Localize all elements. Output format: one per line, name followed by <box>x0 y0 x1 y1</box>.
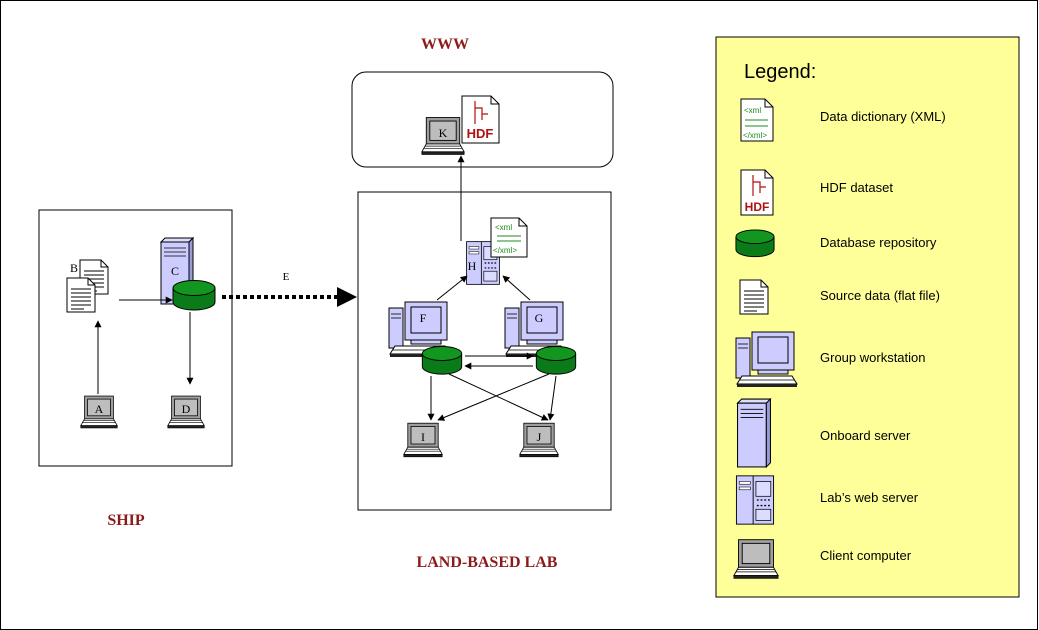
node-a-label: A <box>95 402 104 416</box>
xml-data-dictionary-icon: <xml </xml> <box>490 217 528 258</box>
xml-close-text: </xml> <box>493 246 517 255</box>
legend-label-hdf: HDF dataset <box>820 180 893 195</box>
www-region-title: WWW <box>421 36 469 53</box>
node-f-workstation: F <box>388 301 451 358</box>
hdf-dataset-text: HDF <box>467 126 494 141</box>
node-b-flat-files: B <box>66 259 109 313</box>
arrow-dbg-to-i <box>437 373 550 421</box>
lab-region-title: LAND-BASED LAB <box>417 554 558 571</box>
node-h-web-server: H <box>465 241 501 285</box>
node-f-label: F <box>420 311 427 325</box>
legend-label-web-server: Lab’s web server <box>820 490 919 505</box>
node-i-client: I <box>403 422 443 458</box>
legend-label-client: Client computer <box>820 548 912 563</box>
node-b-label: B <box>70 261 78 275</box>
node-j-label: J <box>537 430 542 444</box>
xml-open-text: <xml <box>495 223 512 232</box>
node-g-workstation: G <box>504 301 567 358</box>
node-k-client: K <box>421 117 465 155</box>
arrow-dbf-to-j <box>448 373 549 421</box>
node-e-label: E <box>283 271 290 283</box>
legend-web-server-icon <box>735 475 775 525</box>
legend-label-xml: Data dictionary (XML) <box>820 109 946 124</box>
ship-region-title: SHIP <box>107 512 145 529</box>
legend-hdf-icon: HDF <box>740 169 774 216</box>
legend-xml-open-text: <xml <box>744 106 761 115</box>
legend-hdf-text: HDF <box>745 200 770 214</box>
node-a-client: A <box>80 395 118 429</box>
legend-label-flat-file: Source data (flat file) <box>820 288 940 303</box>
node-g-label: G <box>535 311 544 325</box>
legend-label-database: Database repository <box>820 235 937 250</box>
node-d-label: D <box>182 402 191 416</box>
legend-label-onboard-server: Onboard server <box>820 428 911 443</box>
arrow-g-to-h <box>502 275 531 301</box>
node-j-client: J <box>519 422 559 458</box>
legend-database-icon <box>735 229 775 258</box>
node-i-label: I <box>421 430 425 444</box>
arrow-f-to-h <box>436 275 468 301</box>
node-c-label: C <box>171 264 179 278</box>
node-c-onboard-server: C <box>160 237 216 311</box>
legend-panel: Legend: <xml </xml> Data dictionary (XML… <box>715 36 1020 598</box>
legend-title: Legend: <box>744 61 816 83</box>
legend-xml-close-text: </xml> <box>743 131 767 140</box>
node-k-label: K <box>439 126 448 140</box>
legend-onboard-server-icon <box>736 398 772 468</box>
arrow-dbg-to-j <box>547 375 557 421</box>
node-d-client: D <box>167 395 205 429</box>
legend-flat-file-icon <box>739 279 769 315</box>
legend-label-workstation: Group workstation <box>820 350 926 365</box>
db-f-repository <box>421 345 463 375</box>
node-h-label: H <box>468 259 477 273</box>
hdf-dataset-icon: HDF <box>461 95 500 144</box>
db-g-repository <box>535 345 577 375</box>
legend-xml-icon: <xml </xml> <box>740 98 774 142</box>
legend-workstation-icon <box>735 331 798 388</box>
legend-client-computer-icon <box>733 539 779 579</box>
